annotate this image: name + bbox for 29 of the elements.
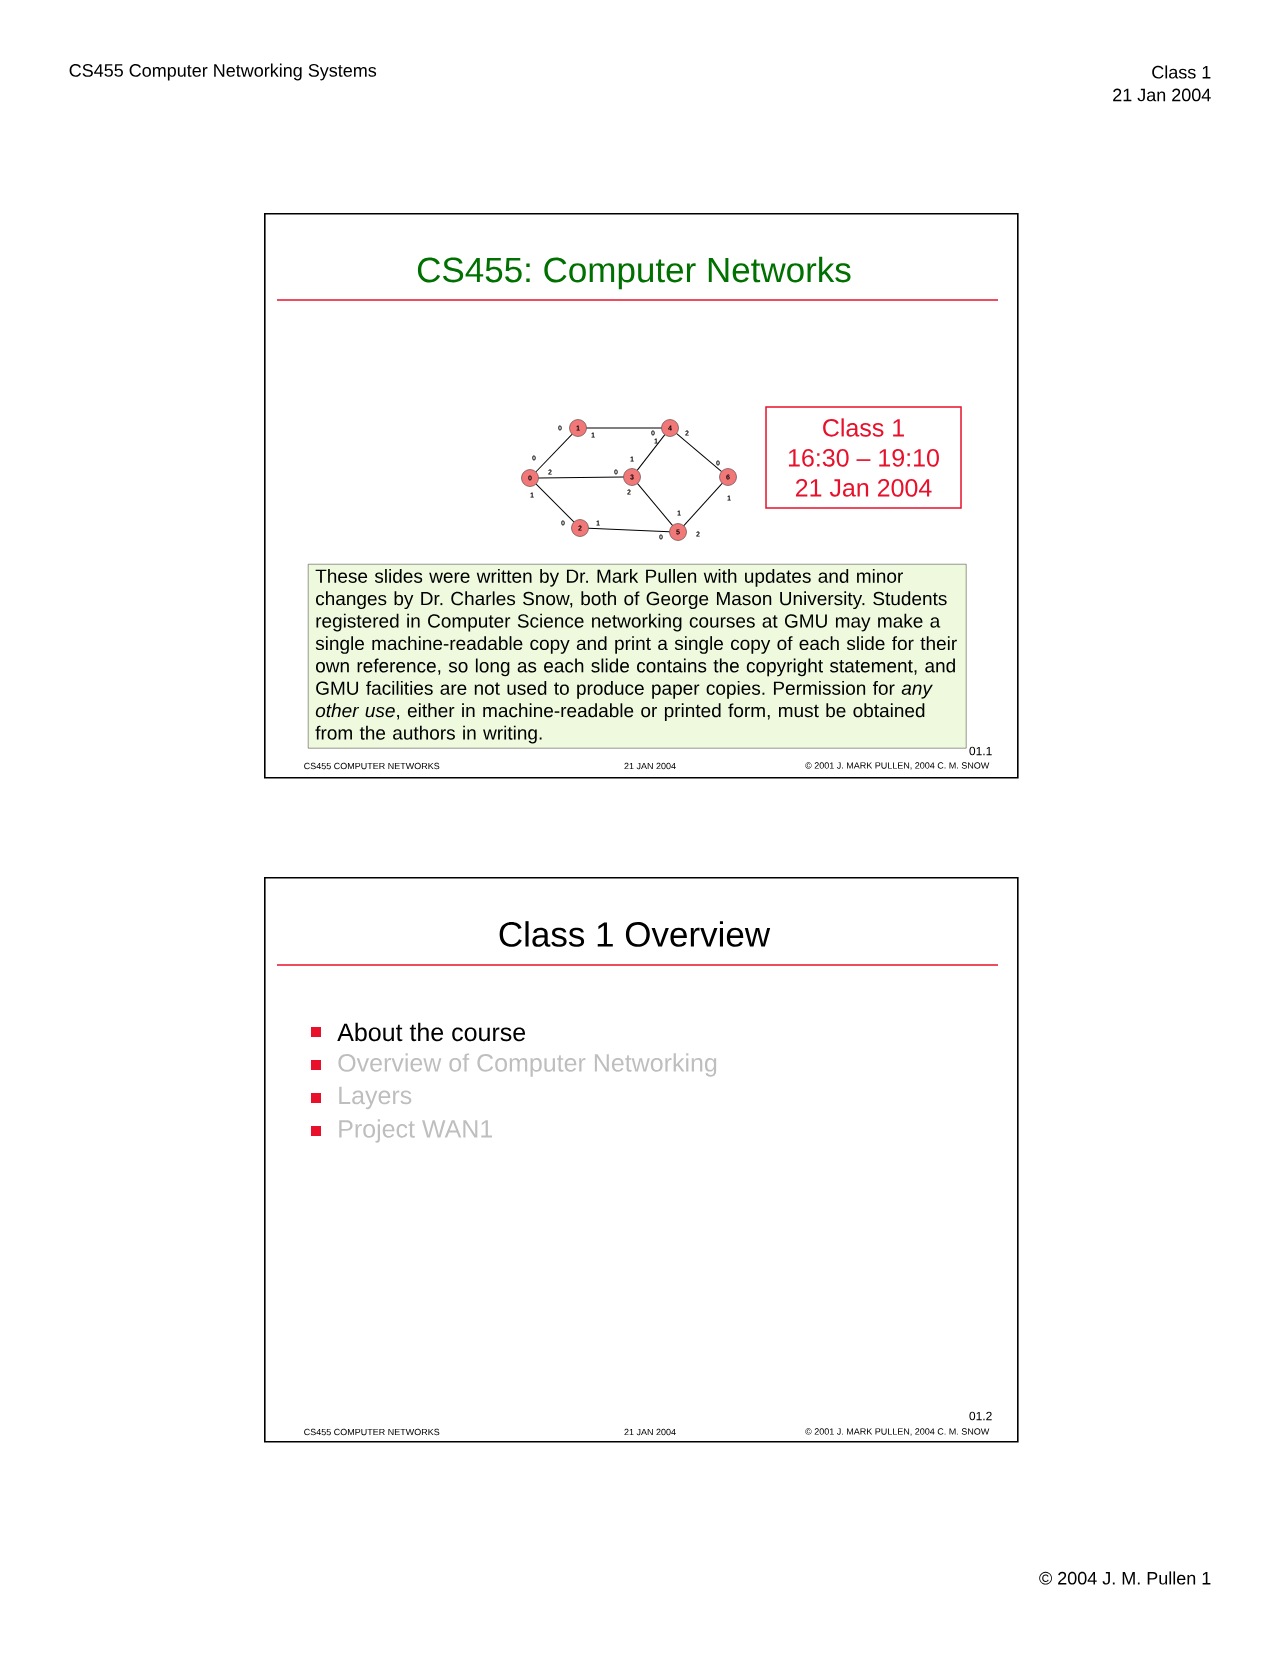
slide-footer: 21 JAN 2004 (624, 1428, 676, 1436)
link-line (535, 433, 573, 473)
page-header: Class 1 (1152, 65, 1211, 79)
list-item: Overview of Computer Networking (338, 1053, 717, 1077)
class-box: Class 1 16:30 – 19:10 21 Jan 2004 (765, 406, 962, 509)
page-header: 21 Jan 2004 (1113, 88, 1211, 102)
slide-footer: © 2001 J. MARK PULLEN, 2004 C. M. SNOW (805, 762, 990, 770)
slide-footer: CS455 COMPUTER NETWORKS (304, 1428, 440, 1436)
page-header: CS455 Computer Networking Systems (69, 63, 377, 81)
slide-number: 01.1 (969, 746, 992, 756)
slide-title: Class 1 Overview (499, 921, 771, 947)
slide-footer: © 2001 J. MARK PULLEN, 2004 C. M. SNOW (805, 1428, 990, 1436)
page-footer: © 2004 J. M. Pullen 1 (1039, 1571, 1211, 1585)
notice-box: These slides were written by Dr. Mark Pullen with updates and minor changes by Dr. Charles Snow, both of George Mason University. Students registered in Computer Science networking courses at GMU may make a single machine-readable copy and print a single copy of each slide for their own reference, so long as each slide contains the copyright statement, and GMU facilities are not used to produce paper copies. Permission for any other use, either in machine-readable or printed form, must be obtained from the authors in writing. (308, 564, 967, 749)
link-line (676, 433, 722, 472)
link-line (586, 427, 662, 429)
slide-number: 01.2 (969, 1411, 992, 1421)
link-line (535, 483, 575, 523)
link-line (588, 527, 670, 533)
link-line (636, 434, 666, 471)
link-line (538, 476, 624, 479)
slide-title: CS455: Computer Networks (417, 256, 851, 290)
list-item: Layers (339, 1086, 412, 1110)
list-item: About the course (337, 1022, 526, 1042)
link-line (637, 483, 673, 526)
list-item: Project WAN1 (339, 1119, 493, 1143)
link-line (683, 482, 723, 527)
slide-footer: 21 JAN 2004 (624, 762, 676, 770)
slide-footer: CS455 COMPUTER NETWORKS (304, 762, 440, 770)
